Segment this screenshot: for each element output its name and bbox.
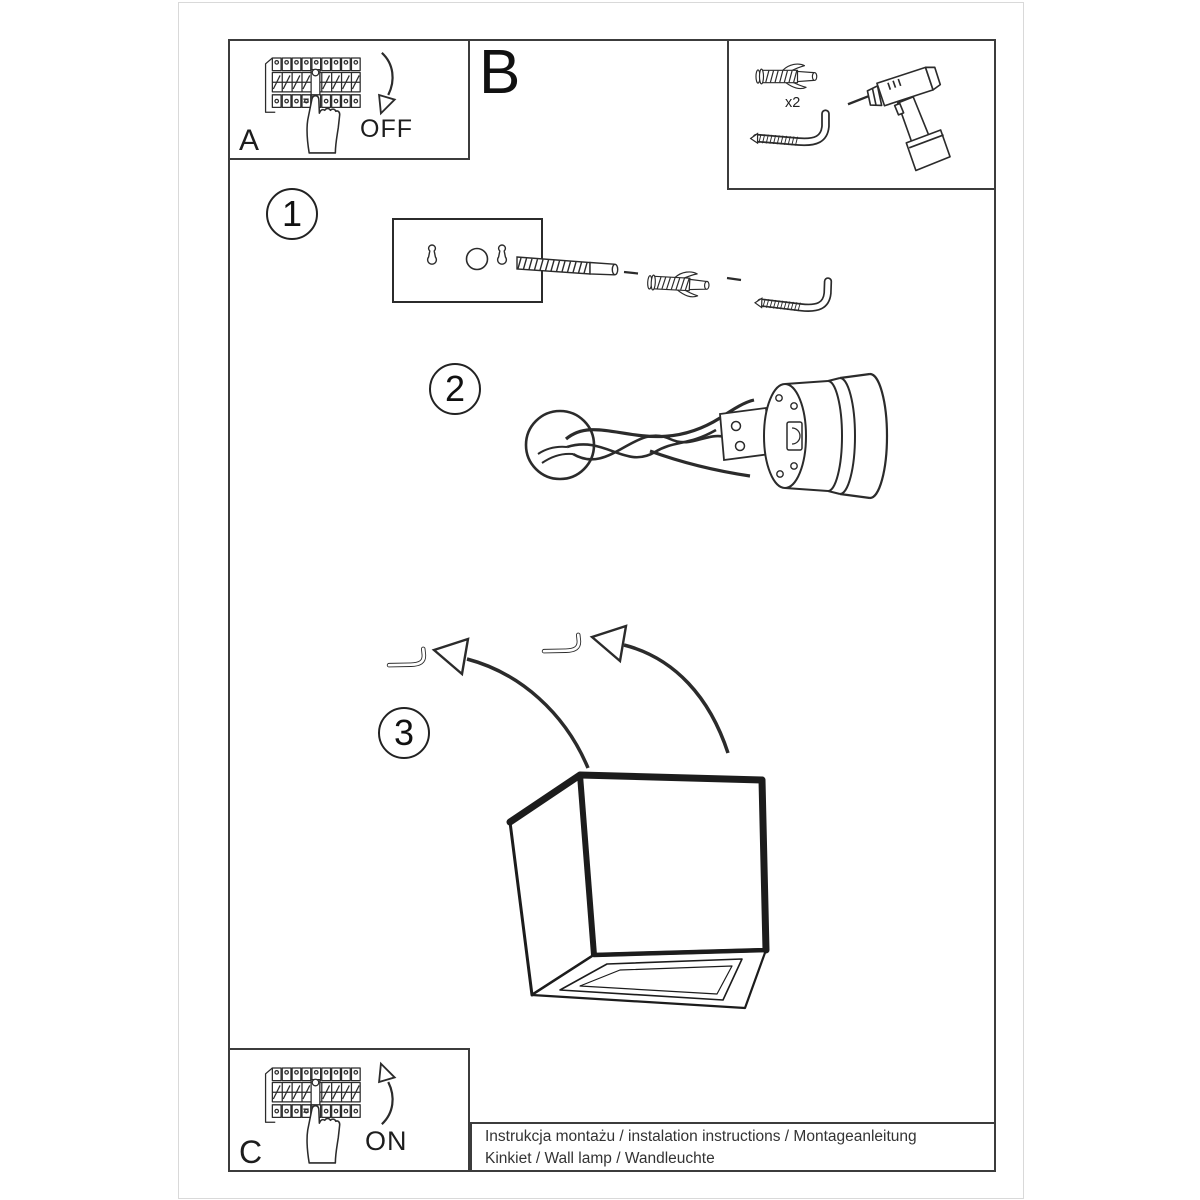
- step-1-number: 1: [266, 188, 318, 240]
- page-frame: [178, 2, 1024, 1199]
- hook-screw-icon: [741, 105, 849, 159]
- step1-illustration: [392, 218, 870, 330]
- dowel-quantity-label: x2: [785, 95, 801, 111]
- footer-text-box: Instrukcja montażu / instalation instruc…: [470, 1122, 996, 1172]
- hook-icon: [388, 649, 425, 667]
- mount-arrow: [589, 624, 730, 754]
- off-label: OFF: [360, 115, 413, 143]
- drill-icon: [847, 63, 958, 183]
- mount-arrow: [431, 637, 590, 769]
- screw-icon: [516, 256, 619, 276]
- lamp-socket-icon: [719, 372, 889, 500]
- assembly-dash: [726, 276, 742, 282]
- section-a-letter: A: [239, 124, 260, 157]
- switch-off-arrow-icon: [377, 51, 396, 115]
- section-a-box: OFF A: [228, 39, 470, 160]
- step2-illustration: [524, 372, 889, 500]
- cube-lamp-icon: [506, 771, 770, 1010]
- section-b-label: B: [479, 38, 521, 107]
- breaker-panel-icon: [264, 1067, 361, 1164]
- wall-plug-icon: [755, 63, 818, 90]
- footer-line-1: Instrukcja montażu / instalation instruc…: [485, 1128, 917, 1145]
- tools-box: x2: [727, 39, 996, 190]
- wall-plug-icon: [646, 269, 711, 299]
- section-c-letter: C: [239, 1134, 263, 1170]
- switch-on-arrow-icon: [377, 1062, 396, 1126]
- hook-screw-icon: [755, 279, 828, 312]
- on-label: ON: [365, 1126, 408, 1156]
- step-2-number: 2: [429, 363, 481, 415]
- footer-line-2: Kinkiet / Wall lamp / Wandleuchte: [485, 1150, 715, 1167]
- section-c-box: ON C: [228, 1048, 470, 1172]
- step-3-number: 3: [378, 707, 430, 759]
- assembly-dash: [623, 270, 639, 275]
- step3-illustration: [370, 624, 730, 769]
- hook-icon: [543, 635, 580, 653]
- wall-wires-icon: [524, 398, 755, 481]
